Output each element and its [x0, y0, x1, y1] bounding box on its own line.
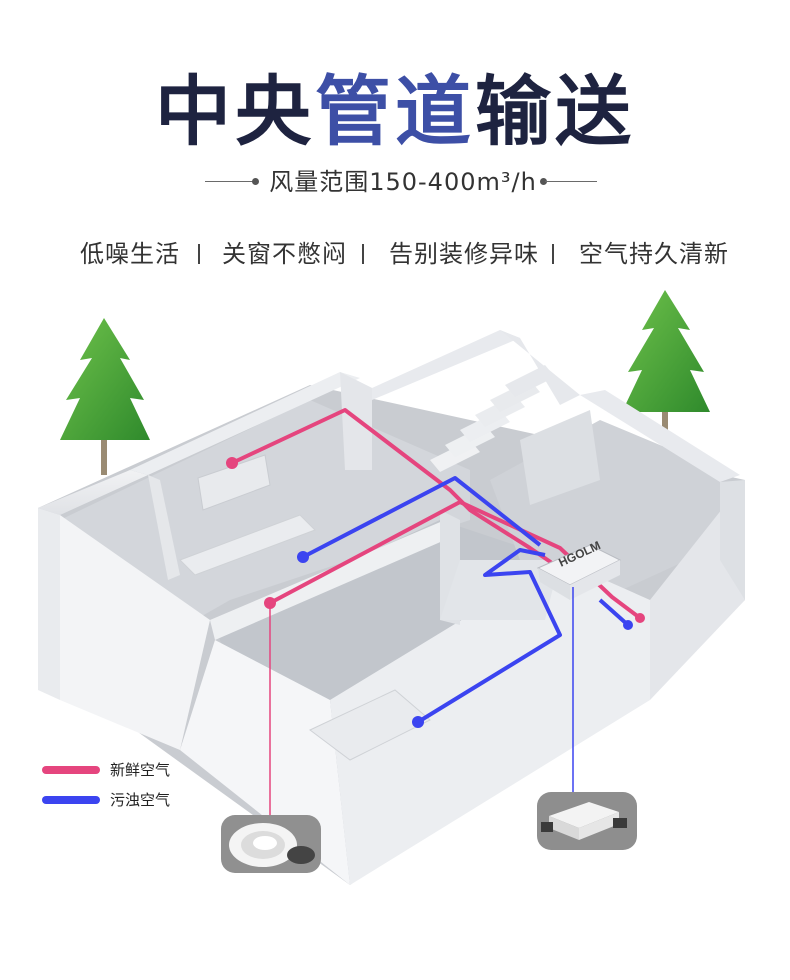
ceiling-vent-icon [229, 823, 315, 867]
unit-thumbnail [537, 792, 637, 850]
feature-separator [362, 244, 364, 264]
exhaust-air-inlet [412, 716, 424, 728]
fresh-air-inlet [635, 613, 645, 623]
legend-label-fresh: 新鲜空气 [110, 761, 171, 779]
exhaust-air-inlet [297, 551, 309, 563]
page-title: 中央管道输送 [0, 62, 790, 162]
house-scene: HGOLM [38, 290, 745, 885]
subtitle-line-right [545, 181, 597, 182]
feature-no-odor: 告别装修异味 [389, 240, 539, 268]
ventilation-unit: HGOLM [536, 538, 622, 600]
subtitle-dot-left [252, 178, 259, 185]
subtitle-dot-right [540, 178, 547, 185]
subtitle-row: 风量范围150-400m³/h [0, 165, 790, 199]
feature-low-noise: 低噪生活 [80, 240, 180, 268]
staircase [430, 365, 555, 472]
exhaust-air-duct [302, 476, 542, 559]
tree-icon [60, 318, 150, 475]
title-part-2: 管道 [315, 67, 475, 156]
feature-fresh-air: 空气持久清新 [579, 240, 729, 268]
title-part-3: 输送 [475, 67, 635, 156]
fresh-air-duct [269, 500, 642, 620]
feature-row: 低噪生活 关窗不憋闷 告别装修异味 空气持久清新 [0, 234, 790, 274]
exhaust-air-duct [416, 548, 562, 724]
ventilation-unit-icon [541, 802, 627, 840]
subtitle: 风量范围150-400m³/h [269, 168, 537, 196]
feature-closed-window: 关窗不憋闷 [222, 240, 347, 268]
title-part-1: 中央 [155, 67, 315, 156]
ceiling-vent-thumbnail [221, 815, 321, 873]
feature-separator [552, 244, 554, 264]
tree-icon [622, 290, 710, 455]
exhaust-air-duct [598, 598, 630, 627]
exhaust-air-outlet [623, 620, 633, 630]
legend-label-exhaust: 污浊空气 [110, 791, 171, 809]
legend-swatch-exhaust [42, 796, 100, 804]
feature-separator [198, 244, 200, 264]
subtitle-line-left [205, 181, 255, 182]
legend-swatch-fresh [42, 766, 100, 774]
fresh-air-outlet [226, 457, 238, 469]
